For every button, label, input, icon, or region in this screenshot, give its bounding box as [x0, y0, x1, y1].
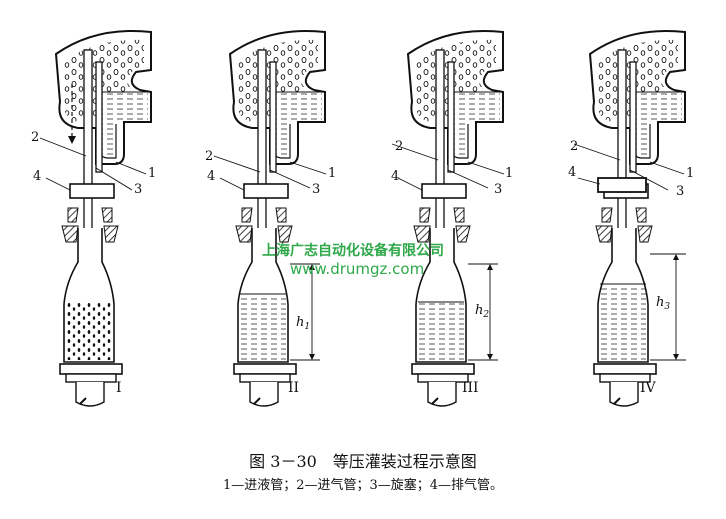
- stage-3-label-3: 3: [494, 182, 502, 197]
- stage-3-label-1: 1: [505, 166, 513, 181]
- figure-legend: 1—进液管；2—进气管；3—旋塞；4—排气管。: [222, 478, 504, 493]
- stage-3: [391, 29, 505, 408]
- watermark-company: 上海广志自动化设备有限公司: [262, 242, 444, 259]
- figure-title: 图 3－30 等压灌装过程示意图: [249, 452, 477, 471]
- stage-2: [213, 29, 327, 408]
- stage-4-height-label: h3: [656, 295, 670, 312]
- stage-1-label-3: 3: [134, 182, 142, 197]
- stage-2-label-3: 3: [312, 182, 320, 197]
- stage-1-roman: I: [116, 380, 122, 396]
- stage-2-label-2: 2: [205, 149, 213, 164]
- stage-4-label-3: 3: [676, 184, 684, 199]
- stage-3-label-4: 4: [391, 169, 399, 184]
- stage-4-label-4: 4: [568, 165, 576, 180]
- stage-1-label-1: 1: [148, 166, 156, 181]
- stage-2-height-label: h1: [296, 315, 310, 332]
- stage-2-roman: II: [288, 380, 299, 396]
- stage-4-roman: IV: [640, 380, 657, 396]
- stage-4-label-2: 2: [570, 139, 578, 154]
- stage-1: [39, 29, 152, 408]
- watermark-url: www.drumgz.com: [290, 260, 424, 278]
- stage-3-height-label: h2: [475, 303, 489, 320]
- stage-3-label-2: 2: [395, 139, 403, 154]
- stage-1-label-4: 4: [33, 169, 41, 184]
- stage-2-label-4: 4: [207, 169, 215, 184]
- stage-4-label-1: 1: [686, 166, 694, 181]
- stage-4: [573, 29, 686, 408]
- stage-3-roman: III: [462, 380, 479, 396]
- stage-2-label-1: 1: [328, 166, 336, 181]
- stage-1-label-2: 2: [31, 130, 39, 145]
